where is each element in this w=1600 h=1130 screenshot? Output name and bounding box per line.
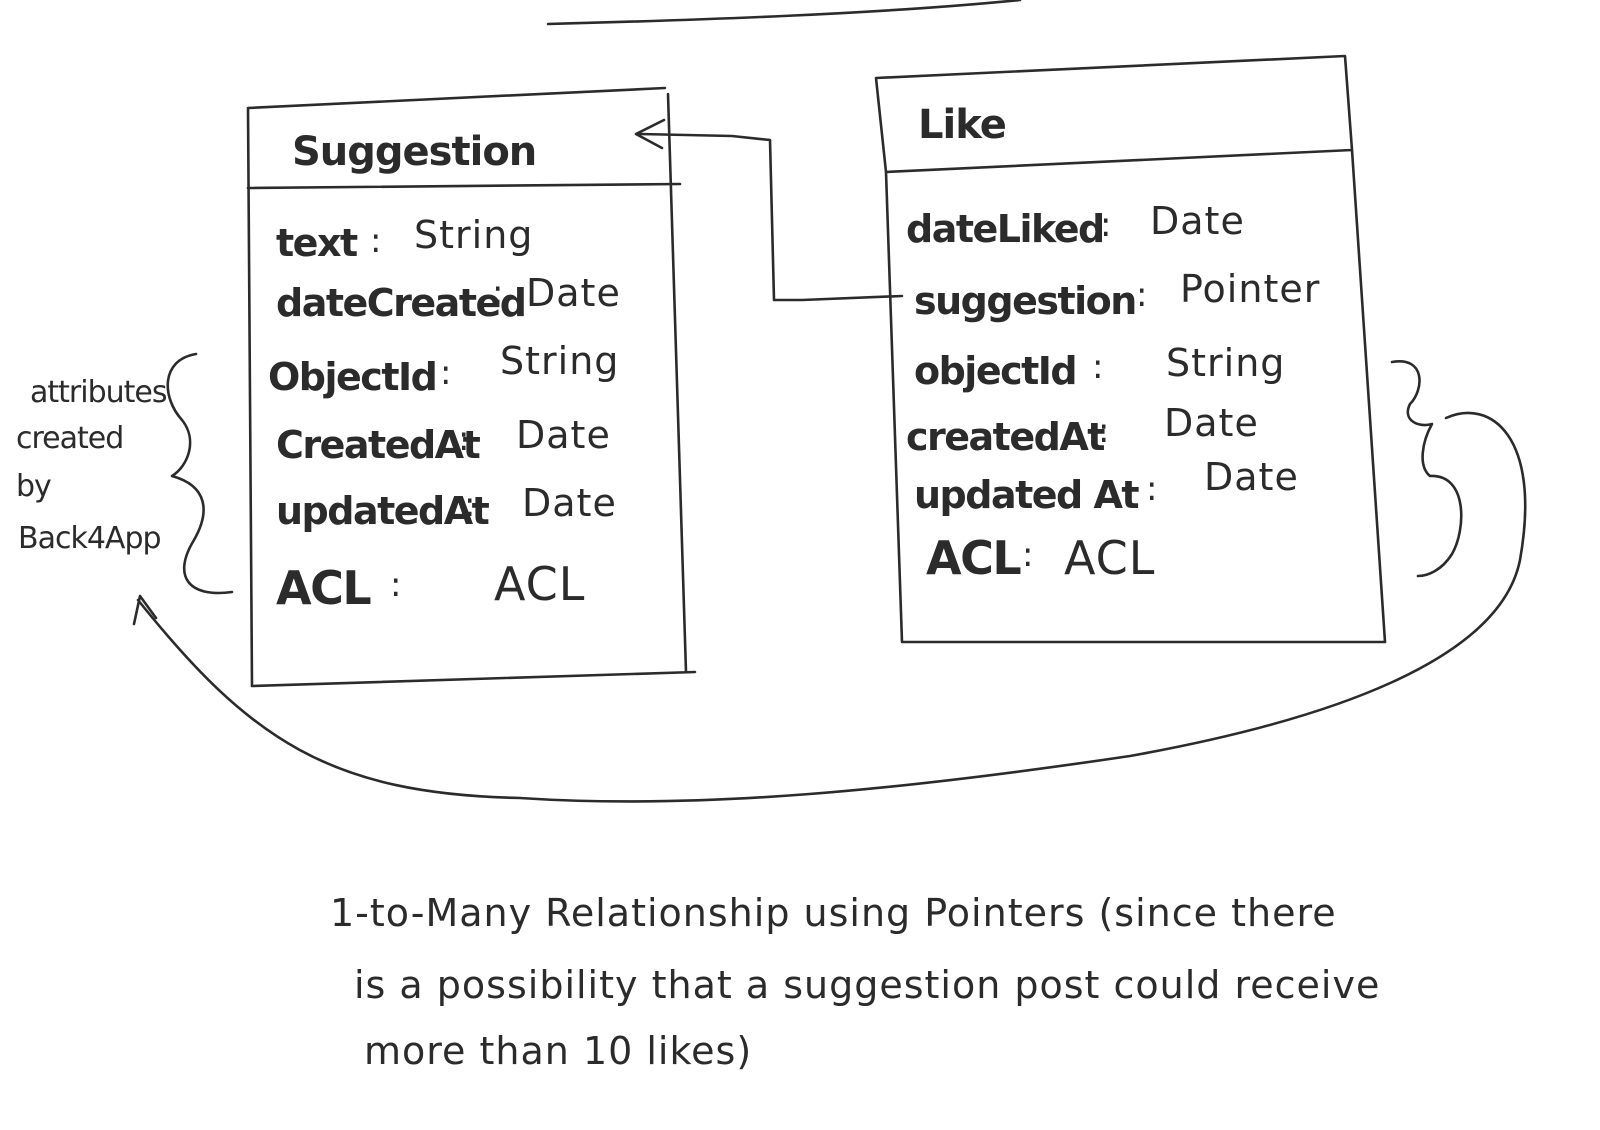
side-note-line: attributes: [30, 375, 167, 410]
like-attr-name: ACL: [926, 531, 1021, 585]
like-entity: Like dateLiked : Date suggestion : Point…: [874, 54, 1387, 644]
like-attr-sep: :: [1100, 205, 1111, 245]
like-attr-name: dateLiked: [906, 207, 1104, 251]
like-attr-sep: :: [1136, 275, 1147, 315]
like-attr-sep: :: [1098, 411, 1109, 451]
suggestion-attr-type: Date: [526, 271, 621, 315]
top-stroke: [546, 0, 1022, 26]
suggestion-attr-type: String: [414, 213, 533, 257]
like-attr-type: Date: [1164, 401, 1259, 445]
pointer-arrowhead-icon: [634, 118, 666, 150]
suggestion-attr-name: text: [276, 221, 358, 265]
suggestion-attr-type: Date: [522, 481, 617, 525]
side-note: attributes created by Back4App: [16, 375, 168, 556]
like-attr-sep: :: [1146, 469, 1157, 509]
suggestion-attr-name: updatedAt: [276, 489, 490, 533]
caption: 1-to-Many Relationship using Pointers (s…: [330, 891, 1380, 1073]
like-attr-sep: :: [1022, 535, 1033, 575]
like-attr-type: String: [1166, 341, 1285, 385]
like-attr-type: Pointer: [1180, 267, 1320, 311]
loop-arrowhead-icon: [132, 594, 158, 626]
like-box-outline: [874, 54, 1387, 644]
like-attr-type: Date: [1150, 199, 1245, 243]
pointer-connector: [634, 118, 904, 302]
suggestion-attr-sep: :: [458, 419, 469, 459]
suggestion-attr-name: ObjectId: [268, 355, 436, 399]
like-attr-name: suggestion: [914, 279, 1136, 323]
side-note-line: created: [16, 421, 123, 456]
suggestion-attr-sep: :: [492, 273, 503, 313]
suggestion-title: Suggestion: [292, 129, 536, 175]
pointer-line: [638, 132, 904, 302]
caption-line: 1-to-Many Relationship using Pointers (s…: [330, 891, 1337, 935]
like-attr-name: createdAt: [906, 415, 1105, 459]
side-note-line: by: [16, 469, 51, 504]
suggestion-attr-name: dateCreated: [276, 281, 525, 325]
like-attr-type: Date: [1204, 455, 1299, 499]
like-attr-sep: :: [1092, 347, 1103, 387]
suggestion-attr-sep: :: [390, 565, 401, 605]
like-attr-name: updated At: [914, 473, 1139, 517]
like-title: Like: [918, 102, 1006, 148]
like-attr-name: objectId: [914, 349, 1076, 393]
like-brace-icon: [1390, 360, 1463, 578]
suggestion-attr-sep: :: [370, 221, 381, 261]
side-note-line: Back4App: [18, 521, 161, 556]
suggestion-attr-name: ACL: [276, 561, 371, 615]
suggestion-attr-type: String: [500, 339, 619, 383]
suggestion-attr-type: ACL: [494, 557, 585, 611]
suggestion-brace-icon: [166, 352, 234, 595]
like-attr-type: ACL: [1064, 531, 1155, 585]
caption-line: more than 10 likes): [364, 1029, 752, 1073]
shared-attributes-loop: [136, 411, 1527, 803]
suggestion-box-outline: [246, 86, 697, 688]
suggestion-entity: Suggestion text : String dateCreated : D…: [246, 86, 697, 688]
suggestion-attr-sep: :: [440, 353, 451, 393]
suggestion-attr-type: Date: [516, 413, 611, 457]
suggestion-attr-name: CreatedAt: [276, 423, 481, 467]
suggestion-attr-sep: :: [464, 485, 475, 525]
caption-line: is a possibility that a suggestion post …: [354, 963, 1380, 1007]
